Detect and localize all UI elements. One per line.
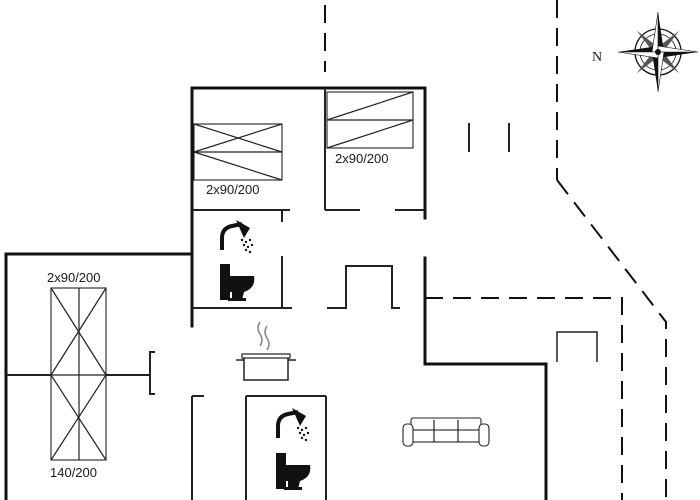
bedroom-top-left-beds (193, 123, 283, 181)
shower-icon (276, 408, 310, 442)
outdoor-chair (556, 331, 598, 362)
toilet-icon (220, 264, 255, 301)
shower-icon (220, 220, 254, 254)
cooking-pot-icon (236, 321, 296, 381)
sofa-icon (402, 417, 490, 447)
compass-rose-icon (617, 11, 699, 93)
bedroom-top-left-label: 2x90/200 (206, 182, 260, 197)
terrace-outline (324, 0, 667, 500)
bedroom-top-right-beds (326, 91, 414, 149)
bedroom-left-top-label: 2x90/200 (47, 270, 101, 285)
north-label: N (592, 50, 602, 65)
bedroom-left-beds (50, 287, 107, 461)
bedroom-left-bottom-label: 140/200 (50, 465, 97, 480)
exterior-walls (4, 86, 548, 500)
toilet-icon (276, 453, 311, 490)
bedroom-top-right-label: 2x90/200 (335, 151, 389, 166)
interior-walls (6, 88, 425, 500)
